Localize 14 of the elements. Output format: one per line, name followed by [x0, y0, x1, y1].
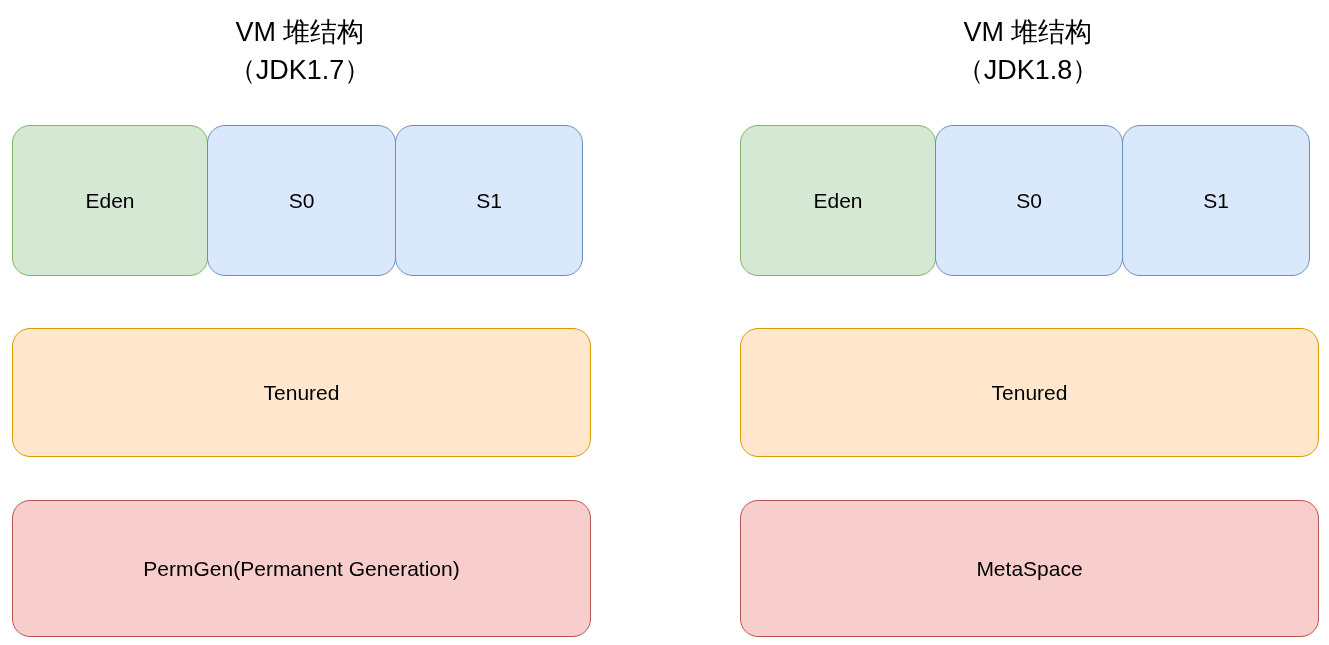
survivor-space-box: S1 [395, 125, 583, 276]
metaspace-box: MetaSpace [740, 500, 1319, 637]
version-subtitle: （JDK1.8） [955, 54, 1101, 87]
survivor-space-box: S0 [207, 125, 396, 276]
eden-space-box: Eden [12, 125, 208, 276]
tenured-space-box: Tenured [12, 328, 591, 457]
survivor-space-box: S1 [1122, 125, 1310, 276]
panel-title: VM 堆结构 [962, 16, 1094, 49]
panel-title: VM 堆结构 [234, 16, 366, 49]
version-subtitle: （JDK1.7） [227, 54, 373, 87]
eden-space-box: Eden [740, 125, 936, 276]
permgen-space-box: PermGen(Permanent Generation) [12, 500, 591, 637]
tenured-space-box: Tenured [740, 328, 1319, 457]
survivor-space-box: S0 [935, 125, 1123, 276]
